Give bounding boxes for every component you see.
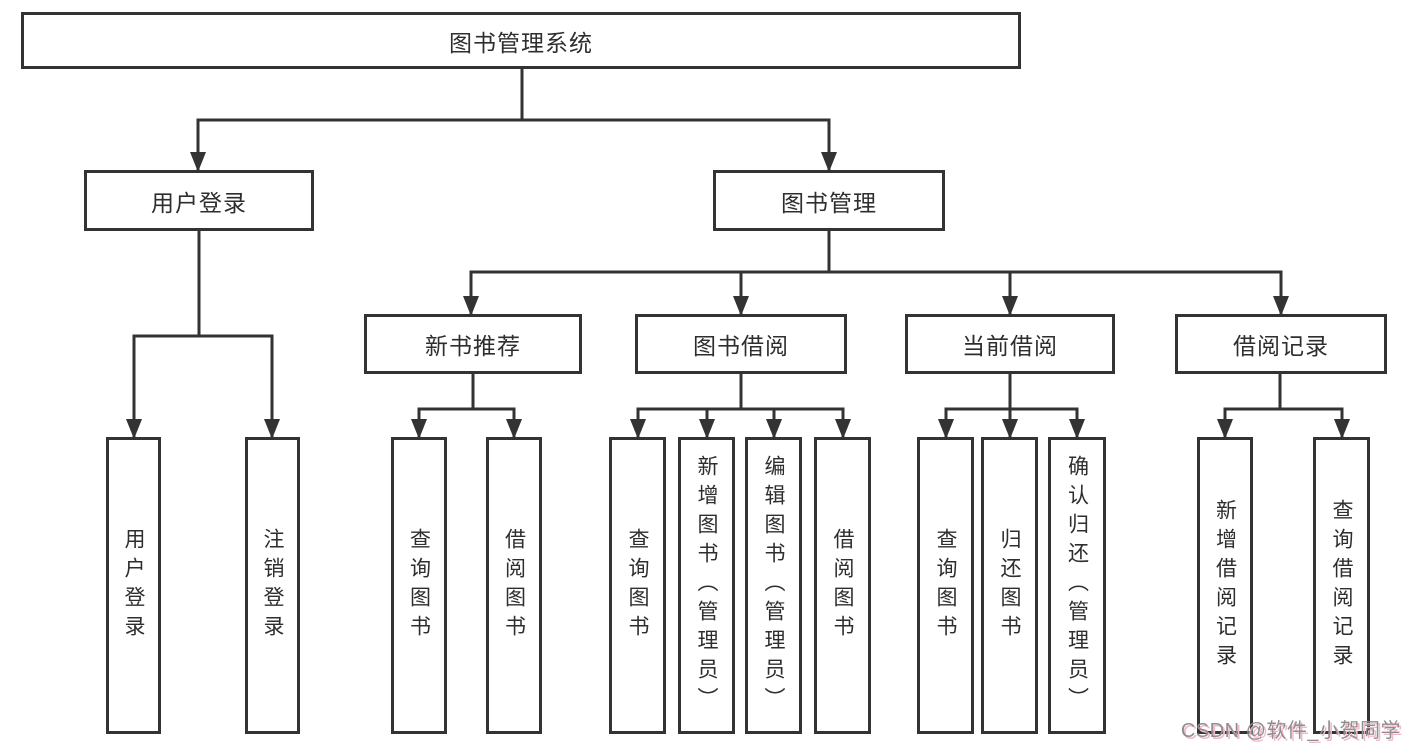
leaf-query-borrow-record: 查询借阅记录 bbox=[1313, 437, 1370, 734]
leaf-borrow-books-2: 借阅图书 bbox=[814, 437, 871, 734]
leaf-add-borrow-record: 新增借阅记录 bbox=[1197, 437, 1253, 734]
node-current-borrowing: 当前借阅 bbox=[905, 314, 1115, 374]
leaf-add-borrow-record-label: 新增借阅记录 bbox=[1213, 498, 1237, 673]
leaf-confirm-return-admin-label: 确认归还（管理员） bbox=[1065, 455, 1089, 716]
leaf-add-book-admin: 新增图书（管理员） bbox=[678, 437, 735, 734]
node-root: 图书管理系统 bbox=[21, 12, 1021, 69]
node-book-borrowing-label: 图书借阅 bbox=[693, 333, 789, 359]
leaf-return-book: 归还图书 bbox=[981, 437, 1038, 734]
leaf-user-login: 用户登录 bbox=[106, 437, 161, 734]
leaf-query-books-3-label: 查询图书 bbox=[934, 527, 957, 644]
leaf-add-book-admin-label: 新增图书（管理员） bbox=[695, 455, 718, 716]
node-new-book-recommendation-label: 新书推荐 bbox=[425, 333, 521, 359]
leaf-confirm-return-admin: 确认归还（管理员） bbox=[1048, 437, 1106, 734]
leaf-borrow-books-1: 借阅图书 bbox=[486, 437, 542, 734]
leaf-logout: 注销登录 bbox=[245, 437, 300, 734]
node-borrowing-records-label: 借阅记录 bbox=[1233, 333, 1329, 359]
leaf-query-books-1: 查询图书 bbox=[391, 437, 447, 734]
leaf-user-login-label: 用户登录 bbox=[122, 527, 145, 644]
leaf-return-book-label: 归还图书 bbox=[998, 527, 1021, 644]
node-borrowing-records: 借阅记录 bbox=[1175, 314, 1387, 374]
leaf-logout-label: 注销登录 bbox=[261, 527, 284, 644]
leaf-edit-book-admin: 编辑图书（管理员） bbox=[745, 437, 802, 734]
node-new-book-recommendation: 新书推荐 bbox=[364, 314, 582, 374]
node-current-borrowing-label: 当前借阅 bbox=[962, 333, 1058, 359]
leaf-query-books-3: 查询图书 bbox=[917, 437, 974, 734]
leaf-query-books-2: 查询图书 bbox=[609, 437, 666, 734]
leaf-borrow-books-2-label: 借阅图书 bbox=[831, 527, 854, 644]
node-root-label: 图书管理系统 bbox=[449, 29, 593, 56]
node-book-management: 图书管理 bbox=[713, 170, 945, 231]
leaf-query-books-2-label: 查询图书 bbox=[626, 527, 649, 644]
node-book-management-label: 图书管理 bbox=[781, 189, 877, 216]
csdn-watermark: CSDN @软件_小贺同学 bbox=[1180, 720, 1401, 742]
node-user-login-label: 用户登录 bbox=[151, 189, 247, 216]
leaf-borrow-books-1-label: 借阅图书 bbox=[502, 527, 526, 644]
leaf-query-books-1-label: 查询图书 bbox=[407, 527, 431, 644]
connector-path bbox=[132, 68, 1344, 438]
node-book-borrowing: 图书借阅 bbox=[635, 314, 847, 374]
node-user-login: 用户登录 bbox=[84, 170, 314, 231]
leaf-edit-book-admin-label: 编辑图书（管理员） bbox=[762, 455, 785, 716]
leaf-query-borrow-record-label: 查询借阅记录 bbox=[1330, 498, 1353, 673]
